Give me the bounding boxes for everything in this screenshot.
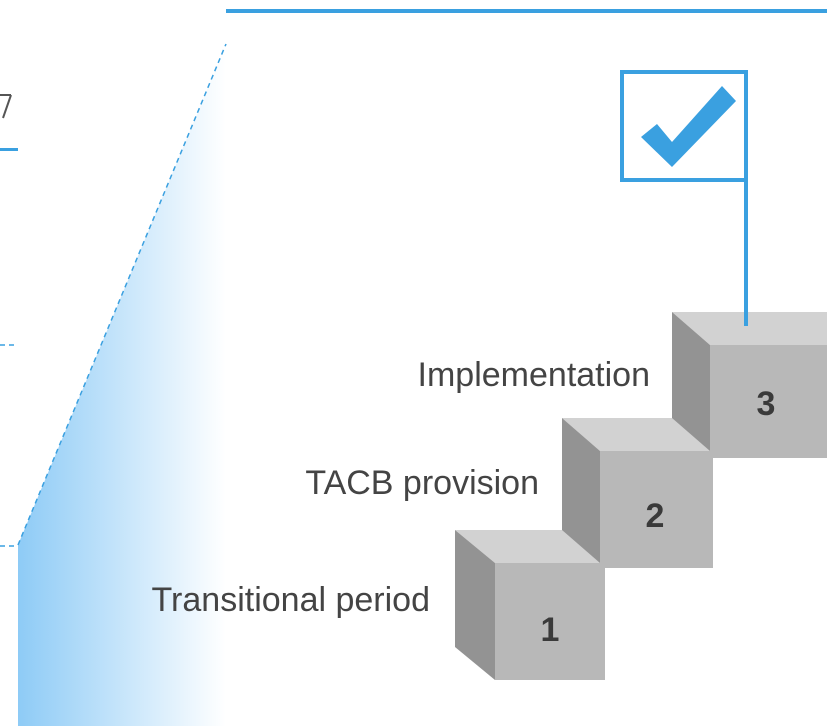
top-accent-line [226,9,827,13]
step-label-2: TACB provision [305,464,539,502]
step-number-1: 1 [541,611,560,649]
step-cube-2 [562,418,713,568]
step-number-2: 2 [646,497,665,535]
dashed-diagonal [17,43,227,546]
checkmark-flag-icon [620,70,748,326]
step-label-1: Transitional period [152,581,430,619]
step-label-3: Implementation [418,356,650,394]
left-header-underline [0,148,18,151]
step-cube-1 [455,530,605,680]
left-header-stroke [2,94,12,119]
step-cube-3 [672,312,827,458]
gradient-panel [18,44,226,726]
checkmark-icon [641,86,736,167]
step-number-3: 3 [757,385,776,423]
